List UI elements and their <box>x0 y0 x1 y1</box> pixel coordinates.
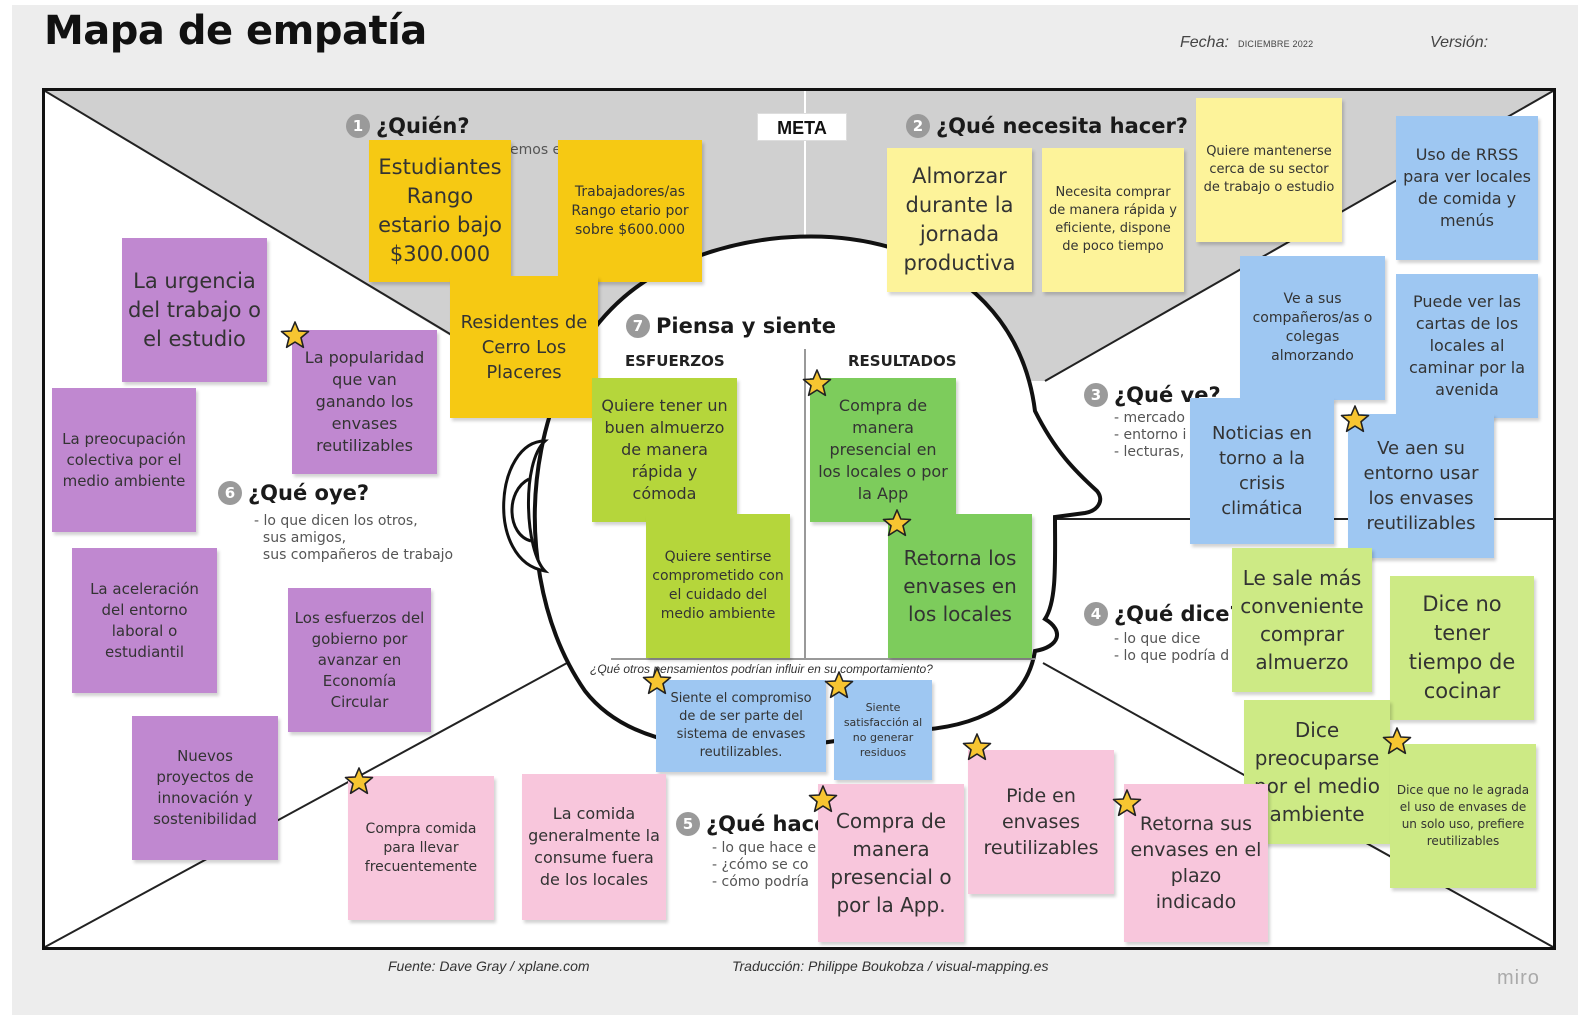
section-number: 5 <box>676 812 700 836</box>
sticky-note[interactable]: Pide en envases reutilizables <box>968 750 1114 894</box>
star-icon <box>824 671 854 699</box>
section-number: 2 <box>906 114 930 138</box>
section-hint: - mercado - entorno i - lecturas, <box>1114 410 1187 460</box>
star-icon <box>962 733 992 761</box>
footer-source: Fuente: Dave Gray / xplane.com <box>388 958 590 974</box>
goal-label: META <box>757 113 847 141</box>
footer-translation: Traducción: Philippe Boukobza / visual-m… <box>732 958 1049 974</box>
fecha-label: Fecha: <box>1180 34 1229 51</box>
question-text: ¿Qué otros pensamientos podrían influir … <box>590 662 933 676</box>
sticky-note[interactable]: Compra comida para llevar frecuentemente <box>348 776 494 920</box>
star-icon <box>1112 789 1142 817</box>
star-icon <box>1340 405 1370 433</box>
miro-logo: miro <box>1497 967 1540 989</box>
sticky-note[interactable]: Necesita comprar de manera rápida y efic… <box>1042 148 1184 292</box>
sticky-note[interactable]: Ve aen su entorno usar los envases reuti… <box>1348 414 1494 558</box>
section-dice: 4¿Qué dice? <box>1084 602 1242 626</box>
sticky-note[interactable]: Quiere tener un buen almuerzo de manera … <box>592 378 737 522</box>
esfuerzos-label: ESFUERZOS <box>625 352 725 370</box>
sticky-note[interactable]: Compra de manera presencial en los local… <box>810 378 956 522</box>
star-icon <box>1382 727 1412 755</box>
section-oye: 6¿Qué oye? <box>218 481 369 505</box>
sticky-note[interactable]: Quiere mantenerse cerca de su sector de … <box>1196 98 1342 242</box>
star-icon <box>802 369 832 397</box>
sticky-note[interactable]: Los esfuerzos del gobierno por avanzar e… <box>288 588 431 732</box>
section-title: ¿Qué dice? <box>1114 602 1242 626</box>
sticky-note[interactable]: Dice que no le agrada el uso de envases … <box>1390 744 1536 888</box>
sticky-note[interactable]: Siente satisfacción al no generar residu… <box>834 680 932 780</box>
resultados-label: RESULTADOS <box>848 352 957 370</box>
section-hint: - lo que hace e - ¿cómo se co - cómo pod… <box>712 840 817 890</box>
sticky-note[interactable]: La aceleración del entorno laboral o est… <box>72 548 217 693</box>
section-necesita: 2¿Qué necesita hacer? <box>906 114 1188 138</box>
sticky-note[interactable]: La comida generalmente la consume fuera … <box>522 774 666 920</box>
section-hint: - lo que dicen los otros, sus amigos, su… <box>254 513 454 563</box>
sticky-note[interactable]: La preocupación colectiva por el medio a… <box>52 388 196 532</box>
section-number: 7 <box>626 314 650 338</box>
fecha-value: DICIEMBRE 2022 <box>1238 39 1314 49</box>
sticky-note[interactable]: Uso de RRSS para ver locales de comida y… <box>1396 116 1538 260</box>
sticky-note[interactable]: Noticias en torno a la crisis climática <box>1190 398 1334 544</box>
sticky-note[interactable]: La urgencia del trabajo o el estudio <box>122 238 267 382</box>
sticky-note[interactable]: Trabajadores/as Rango etario por sobre $… <box>558 140 702 282</box>
sticky-note[interactable]: Le sale más conveniente comprar almuerzo <box>1232 548 1372 692</box>
sticky-note[interactable]: Puede ver las cartas de los locales al c… <box>1396 274 1538 418</box>
section-title: Piensa y siente <box>656 314 836 338</box>
sticky-note[interactable]: Dice preocuparse por el medio ambiente <box>1244 700 1390 844</box>
section-title: ¿Qué oye? <box>248 481 370 505</box>
star-icon <box>344 767 374 795</box>
version-label: Versión: <box>1430 34 1489 51</box>
section-hint: emos e <box>510 142 562 158</box>
section-number: 4 <box>1084 602 1108 626</box>
sticky-note[interactable]: Nuevos proyectos de innovación y sosteni… <box>132 716 278 860</box>
sticky-note[interactable]: Almorzar durante la jornada productiva <box>887 148 1032 292</box>
sticky-note[interactable]: Residentes de Cerro Los Placeres <box>450 276 598 418</box>
star-icon <box>642 667 672 695</box>
sticky-note[interactable]: Compra de manera presencial o por la App… <box>818 784 964 942</box>
sticky-note[interactable]: Siente el compromiso de de ser parte del… <box>656 680 826 772</box>
section-quien: 1¿Quién? <box>346 114 470 138</box>
sticky-note[interactable]: Ve a sus compañeros/as o colegas almorza… <box>1240 256 1385 400</box>
section-title: ¿Quién? <box>376 114 470 138</box>
star-icon <box>280 321 310 349</box>
sticky-note[interactable]: Retorna los envases en los locales <box>888 514 1032 658</box>
star-icon <box>882 509 912 537</box>
section-number: 3 <box>1084 383 1108 407</box>
section-title: ¿Qué necesita hacer? <box>936 114 1188 138</box>
page-title: Mapa de empatía <box>44 8 427 54</box>
sticky-note[interactable]: Retorna sus envases en el plazo indicado <box>1124 784 1268 942</box>
section-hint: - lo que dice - lo que podría d <box>1114 631 1230 664</box>
section-number: 1 <box>346 114 370 138</box>
sticky-note[interactable]: Quiere sentirse comprometido con el cuid… <box>646 514 790 658</box>
ear-icon <box>502 439 550 574</box>
section-hace: 5¿Qué hace <box>676 812 828 836</box>
section-number: 6 <box>218 481 242 505</box>
star-icon <box>808 785 838 813</box>
sticky-note[interactable]: Estudiantes Rango estario bajo $300.000 <box>369 140 511 282</box>
sticky-note[interactable]: Dice no tener tiempo de cocinar <box>1390 576 1534 720</box>
section-title: ¿Qué hace <box>706 812 829 836</box>
sticky-note[interactable]: La popularidad que van ganando los envas… <box>292 330 437 474</box>
